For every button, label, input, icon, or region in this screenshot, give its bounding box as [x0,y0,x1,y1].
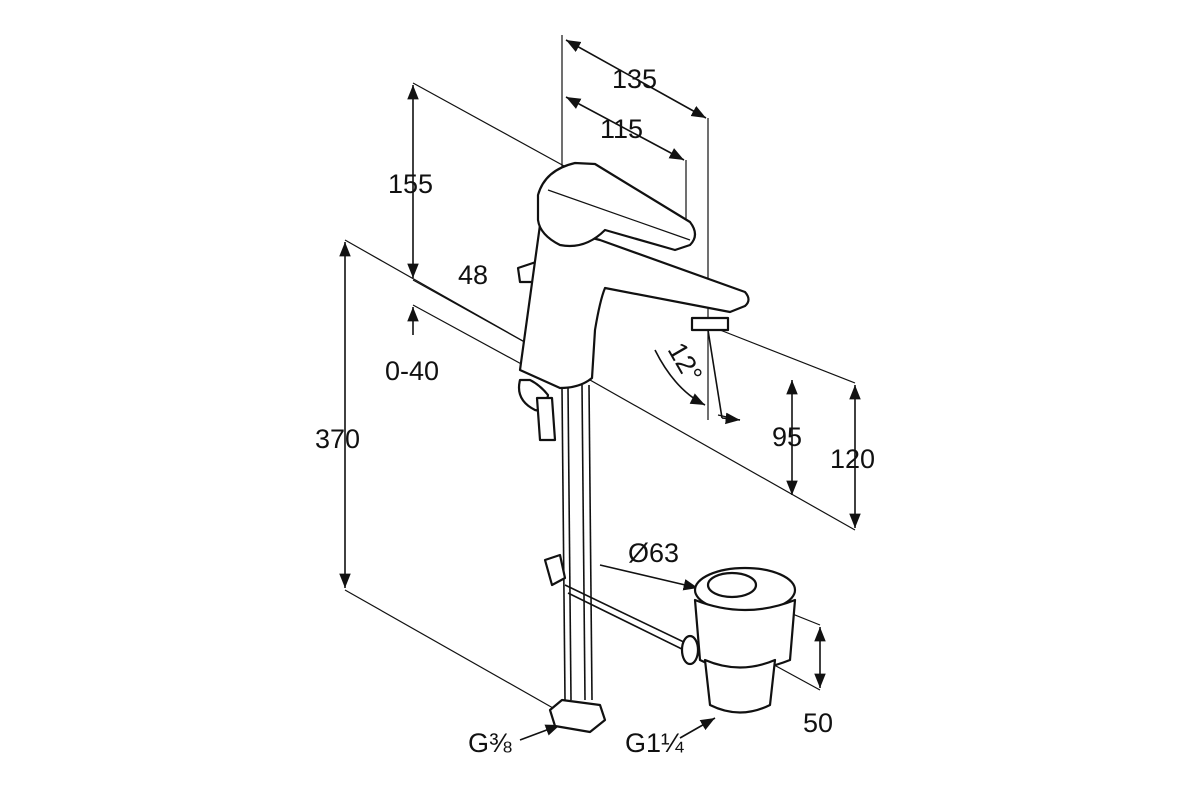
dim-48: 48 [458,260,488,290]
dim-155: 155 [388,169,433,199]
thread-g3-8: G⅜ [468,728,512,758]
supply-hoses [543,384,691,734]
dim-12-deg: 12° [662,337,708,387]
dimension-lines [339,39,861,741]
dim-135: 135 [612,64,657,94]
thread-g1-1-4: G1¼ [625,728,684,758]
faucet-body [516,161,750,442]
dim-95: 95 [772,422,802,452]
dim-diameter-63: Ø63 [628,538,679,568]
drain-waste [680,566,797,714]
dim-370: 370 [315,424,360,454]
dim-115: 115 [600,114,643,144]
dim-50: 50 [803,708,833,738]
dim-0-40: 0-40 [385,356,439,386]
dim-120: 120 [830,444,875,474]
